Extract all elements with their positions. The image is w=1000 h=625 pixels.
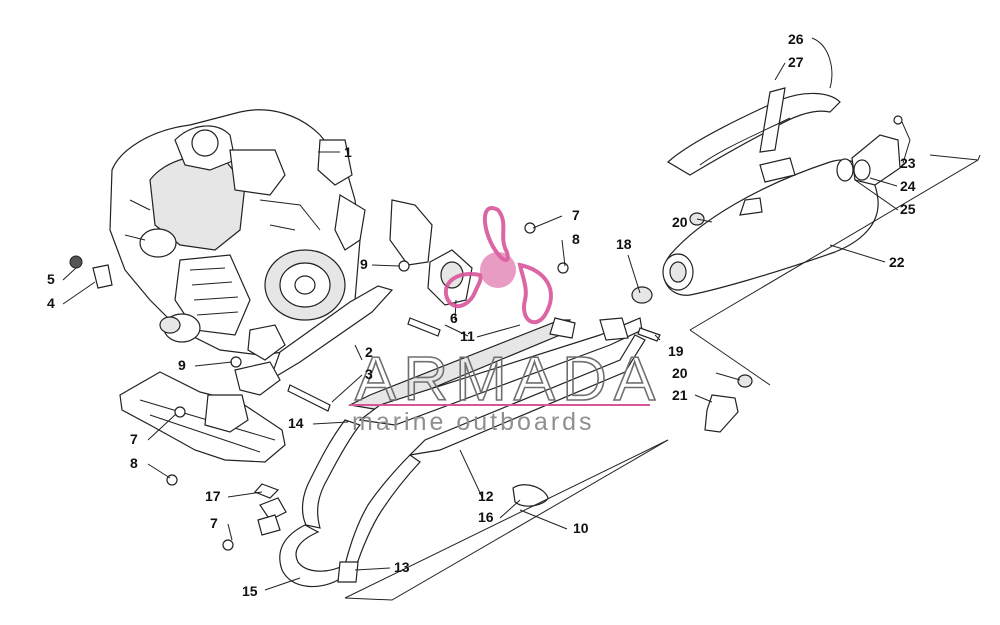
callout-12: 12 <box>478 488 494 504</box>
upper-heat-shield <box>389 199 433 266</box>
leader-lines <box>62 37 911 591</box>
watermark-subtitle: marine outboards <box>352 408 595 436</box>
callout-7-mid: 7 <box>130 431 138 447</box>
header-pipe-rear <box>358 317 643 426</box>
callout-7-top: 7 <box>572 207 580 223</box>
muffler-heat-shield <box>666 92 841 176</box>
callout-5: 5 <box>47 271 55 287</box>
callout-17: 17 <box>205 488 221 504</box>
callout-22: 22 <box>889 254 905 270</box>
callout-11: 11 <box>460 328 475 344</box>
y-pipe-14 <box>301 419 362 529</box>
mid-pipe <box>408 334 646 456</box>
callout-19: 19 <box>668 343 684 359</box>
callout-16: 16 <box>478 509 494 525</box>
callout-8-mid: 8 <box>130 455 138 471</box>
callout-9-top: 9 <box>360 256 368 272</box>
callout-2: 2 <box>365 344 373 360</box>
watermark-underline <box>350 404 650 406</box>
lower-heat-shield <box>119 371 286 463</box>
callout-6: 6 <box>450 310 458 326</box>
callout-14: 14 <box>288 415 304 431</box>
engine-assembly <box>109 109 366 361</box>
callout-8-top: 8 <box>572 231 580 247</box>
callout-7-lower: 7 <box>210 515 218 531</box>
callout-20-top: 20 <box>672 214 688 230</box>
callout-21: 21 <box>672 387 688 403</box>
callout-4: 4 <box>47 295 55 311</box>
callout-1: 1 <box>344 144 352 160</box>
callout-numbers: 1 2 3 4 5 6 7 8 9 9 10 11 12 13 14 15 16… <box>47 31 916 599</box>
callout-9-mid: 9 <box>178 357 186 373</box>
watermark-title: ARMADA <box>355 345 662 414</box>
y-pipe-13 <box>344 454 421 571</box>
callout-10: 10 <box>573 520 589 536</box>
callout-3: 3 <box>365 366 373 382</box>
callout-18: 18 <box>616 236 632 252</box>
propeller-logo-icon <box>444 206 553 325</box>
callout-27: 27 <box>788 54 804 70</box>
callout-26: 26 <box>788 31 804 47</box>
muffler <box>663 159 879 296</box>
callout-25: 25 <box>900 201 916 217</box>
watermark: ARMADA marine outboards <box>350 206 662 436</box>
callout-15: 15 <box>242 583 258 599</box>
callout-13: 13 <box>394 559 410 575</box>
callout-20-lower: 20 <box>672 365 688 381</box>
callout-24: 24 <box>900 178 916 194</box>
callout-23: 23 <box>900 155 916 171</box>
y-pipe-15 <box>279 524 347 588</box>
